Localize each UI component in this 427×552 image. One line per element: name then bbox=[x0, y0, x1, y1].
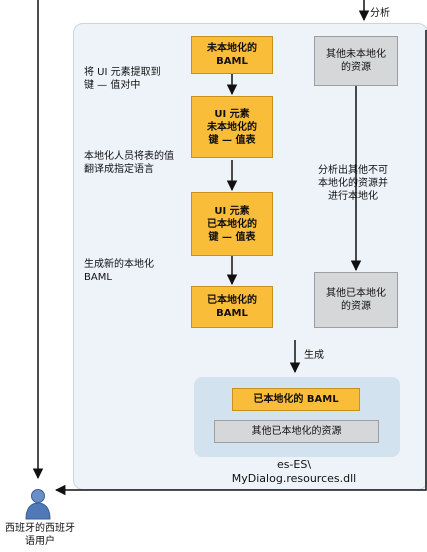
note-analyze-other: 分析出其他不可 本地化的资源并 进行本地化 bbox=[318, 165, 388, 202]
note-extract: 将 UI 元素提取到 键 — 值对中 bbox=[84, 67, 161, 91]
box-localized-baml: 已本地化的 BAML bbox=[191, 286, 273, 328]
box-other-unlocalized: 其他未本地化 的资源 bbox=[314, 36, 398, 86]
box-final-other-localized: 其他已本地化的资源 bbox=[214, 420, 379, 443]
generate-label: 生成 bbox=[304, 350, 324, 361]
top-label: 分析 bbox=[370, 8, 390, 19]
arrow-dll-to-user bbox=[54, 30, 427, 496]
box-other-localized: 其他已本地化 的资源 bbox=[314, 272, 398, 328]
box-unlocalized-baml: 未本地化的 BAML bbox=[191, 36, 273, 74]
box-ui-table-unlocalized: UI 元素 未本地化的 键 — 值表 bbox=[191, 96, 273, 158]
dll-name: es-ES\ MyDialog.resources.dll bbox=[231, 458, 357, 485]
user-icon bbox=[25, 489, 51, 520]
box-final-localized-baml: 已本地化的 BAML bbox=[232, 388, 360, 411]
note-translate: 本地化人员将表的值 翻译成指定语言 bbox=[84, 151, 174, 175]
user-label: 西班牙的西班牙 语用户 bbox=[5, 523, 75, 547]
box-ui-table-localized: UI 元素 已本地化的 键 — 值表 bbox=[191, 192, 273, 256]
note-generate: 生成新的本地化 BAML bbox=[84, 259, 154, 283]
